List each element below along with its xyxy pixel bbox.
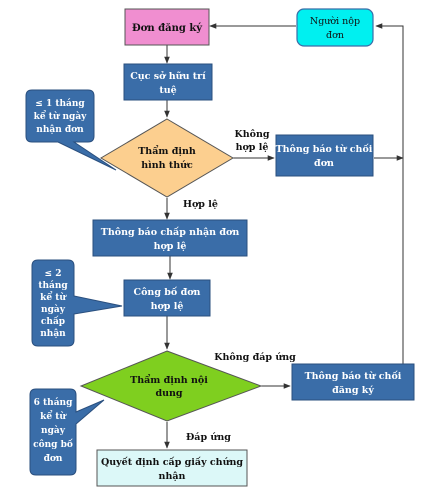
svg-text:hình thức: hình thức <box>141 160 193 171</box>
svg-text:công bố: công bố <box>33 438 73 450</box>
svg-text:kể từ: kể từ <box>40 291 67 303</box>
svg-text:ngày: ngày <box>41 425 66 436</box>
node-tham-dinh-hinh-thuc: Thẩm định hình thức <box>100 118 234 198</box>
svg-text:Công bố đơn: Công bố đơn <box>134 286 201 298</box>
svg-text:nhận: nhận <box>40 328 66 339</box>
connectors <box>164 23 404 449</box>
edge-label-khong-hop-le: Không hợp lệ <box>234 129 269 153</box>
svg-text:Thẩm định nội: Thẩm định nội <box>130 374 208 386</box>
edge-label-dap-ung: Đáp ứng <box>186 432 231 443</box>
node-cuc-so-huu-tri-tue: Cục sở hữu trí tuệ <box>123 63 213 101</box>
svg-text:Người nộp: Người nộp <box>310 16 360 27</box>
svg-text:Đáp ứng: Đáp ứng <box>186 432 231 443</box>
node-thong-bao-tu-choi-dang-ky: Thông báo từ chối đăng ký <box>291 363 415 401</box>
svg-text:tuệ: tuệ <box>159 85 176 96</box>
svg-text:≤ 2: ≤ 2 <box>45 269 62 279</box>
callout-1-thang: ≤ 1 tháng kể từ ngày nhận đơn <box>25 89 117 171</box>
svg-text:Cục sở hữu trí: Cục sở hữu trí <box>130 71 206 82</box>
svg-text:Thẩm định: Thẩm định <box>138 145 196 157</box>
svg-text:hợp lệ: hợp lệ <box>236 142 269 153</box>
node-thong-bao-tu-choi-don: Thông báo từ chối đơn <box>275 134 374 177</box>
callout-6-thang: 6 tháng kể từ ngày công bố đơn <box>29 388 105 476</box>
svg-text:Thông báo chấp nhận đơn: Thông báo chấp nhận đơn <box>101 226 240 238</box>
node-thong-bao-chap-nhan: Thông báo chấp nhận đơn hợp lệ <box>92 219 248 257</box>
svg-text:kể từ: kể từ <box>40 410 67 422</box>
svg-text:ngày: ngày <box>41 304 66 315</box>
node-cong-bo-don: Công bố đơn hợp lệ <box>123 279 211 317</box>
svg-text:6 tháng: 6 tháng <box>34 397 73 408</box>
svg-text:Thông báo từ chối: Thông báo từ chối <box>276 143 373 155</box>
svg-text:≤ 1 tháng: ≤ 1 tháng <box>35 98 85 109</box>
svg-text:nhận: nhận <box>159 471 186 482</box>
svg-text:kể từ ngày: kể từ ngày <box>34 110 88 122</box>
svg-text:Không đáp ứng: Không đáp ứng <box>214 352 296 363</box>
svg-text:Đơn đăng ký: Đơn đăng ký <box>132 23 203 34</box>
svg-text:chấp: chấp <box>41 315 65 327</box>
svg-text:đăng ký: đăng ký <box>332 385 374 396</box>
svg-text:đơn: đơn <box>326 30 344 41</box>
svg-text:Hợp lệ: Hợp lệ <box>183 199 218 210</box>
svg-text:Không: Không <box>234 129 269 140</box>
svg-text:dung: dung <box>155 388 182 399</box>
svg-text:Thông báo từ chối: Thông báo từ chối <box>305 370 402 382</box>
node-quyet-dinh-cap: Quyết định cấp giấy chứng nhận <box>96 449 248 487</box>
svg-text:Quyết định cấp giấy chứng: Quyết định cấp giấy chứng <box>101 456 243 468</box>
edge-label-khong-dap-ung: Không đáp ứng <box>214 352 296 363</box>
svg-text:hợp lệ: hợp lệ <box>151 301 184 312</box>
svg-text:hợp lệ: hợp lệ <box>154 241 187 252</box>
node-don-dang-ky: Đơn đăng ký <box>124 8 210 46</box>
svg-text:nhận đơn: nhận đơn <box>36 124 84 135</box>
svg-text:đơn: đơn <box>314 158 334 169</box>
edge-label-hop-le: Hợp lệ <box>183 199 218 210</box>
node-tham-dinh-noi-dung: Thẩm định nội dung <box>79 350 263 422</box>
callout-2-thang: ≤ 2 tháng kể từ ngày chấp nhận <box>31 259 123 347</box>
edge-reject-return-loop <box>375 23 404 364</box>
svg-text:đơn: đơn <box>44 454 63 464</box>
node-nguoi-nop-don: Người nộp đơn <box>296 8 374 47</box>
svg-text:tháng: tháng <box>38 280 68 291</box>
